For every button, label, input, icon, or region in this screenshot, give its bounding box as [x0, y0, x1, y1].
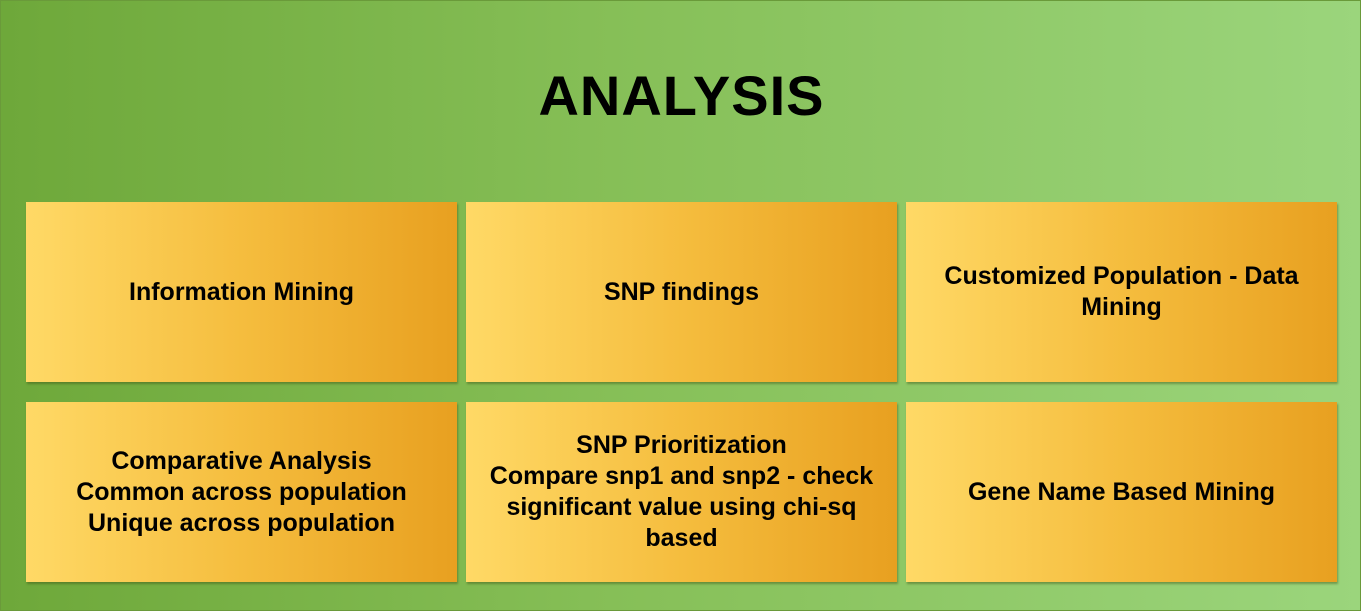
box-label: SNP findings	[603, 277, 760, 306]
box-snp-findings: SNP findings	[466, 202, 897, 382]
box-snp-prioritization: SNP Prioritization Compare snp1 and snp2…	[466, 402, 897, 582]
box-label: Gene Name Based Mining	[967, 477, 1276, 506]
box-customized-population: Customized Population - Data Mining	[906, 202, 1337, 382]
diagram-title: ANALYSIS	[538, 64, 825, 127]
analysis-grid: Information Mining SNP findings Customiz…	[26, 202, 1338, 582]
box-information-mining: Information Mining	[26, 202, 457, 382]
box-label: Customized Population - Data Mining	[944, 262, 1299, 321]
box-label: Comparative Analysis Common across popul…	[76, 446, 407, 537]
box-label: SNP Prioritization Compare snp1 and snp2…	[489, 431, 874, 552]
box-comparative-analysis: Comparative Analysis Common across popul…	[26, 402, 457, 582]
box-label: Information Mining	[129, 277, 354, 306]
box-gene-name-mining: Gene Name Based Mining	[906, 402, 1337, 582]
